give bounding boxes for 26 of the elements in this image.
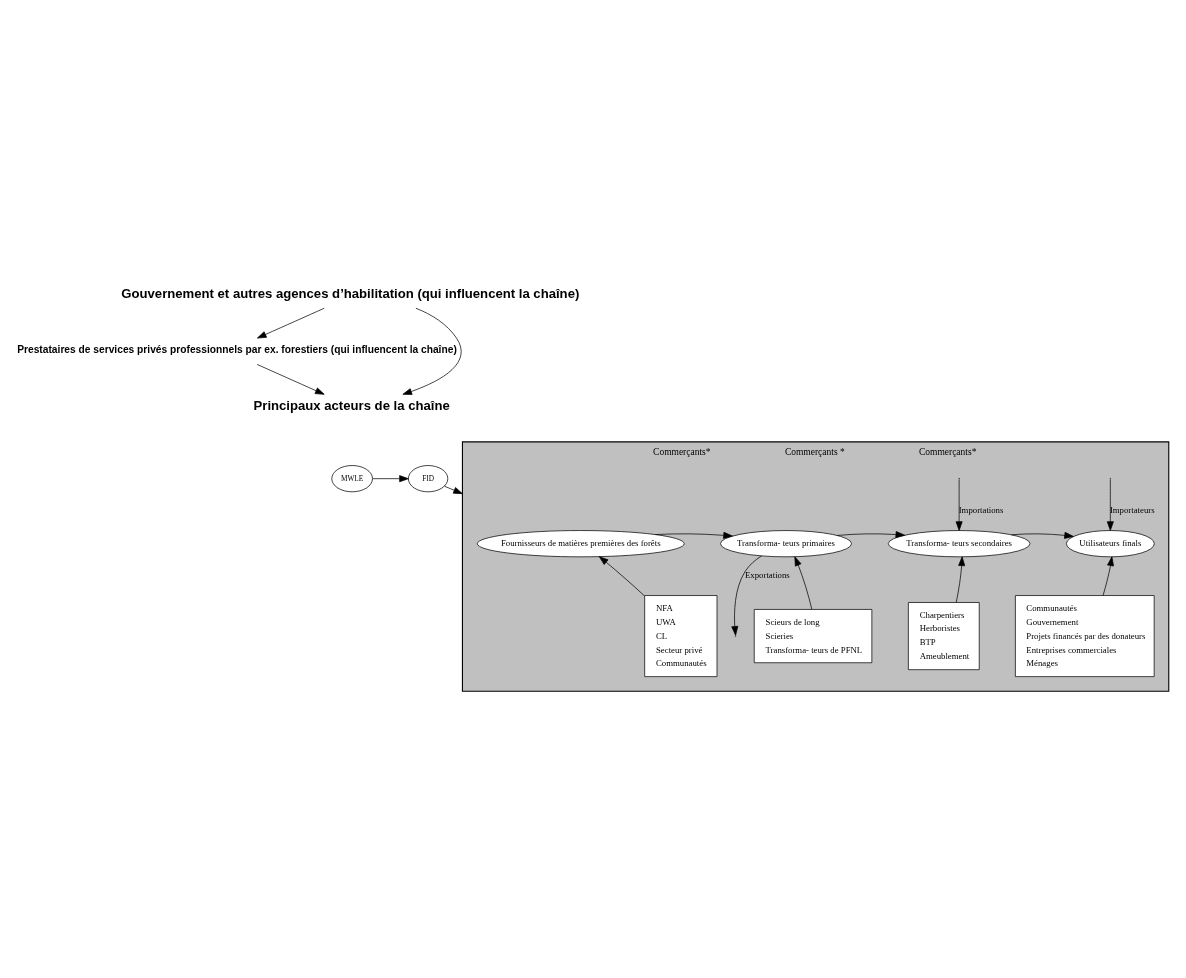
arrow bbox=[444, 485, 463, 494]
node-box: Scieurs de long Scieries Transforma- teurs de PFNL bbox=[753, 608, 873, 663]
edge-label: Exportations bbox=[745, 569, 790, 580]
arrow bbox=[955, 556, 966, 603]
node-text: Prestataires de services privés professionnels par ex. forestiers (qui influencent la chaîne) bbox=[17, 343, 457, 355]
arrow bbox=[372, 474, 409, 482]
arrow bbox=[402, 307, 462, 395]
node-text: Principaux acteurs de la chaîne bbox=[253, 397, 450, 413]
edge-label: Importations bbox=[958, 504, 1004, 515]
arrow bbox=[257, 307, 325, 338]
arrow bbox=[955, 478, 963, 531]
arrow bbox=[598, 555, 645, 596]
arrow bbox=[256, 363, 325, 395]
node-box: Communautés Gouvernement Projets financés par des donateurs Entreprises commerciales Ménages bbox=[1015, 594, 1155, 677]
arrow bbox=[654, 531, 733, 539]
node-box: NFA UWA CL Secteur privé Communautés bbox=[644, 594, 718, 677]
node-ellipse: FID bbox=[408, 464, 449, 492]
node-box: Charpentiers Herboristes BTP Ameublement bbox=[908, 601, 980, 670]
node-ellipse: MWLE bbox=[331, 464, 373, 492]
arrow bbox=[1102, 556, 1114, 596]
node-text: Gouvernement et autres agences d’habilitation (qui influencent la chaîne) bbox=[121, 285, 580, 301]
arrow bbox=[794, 556, 813, 610]
node-ellipse: Fournisseurs de matières premières des forêts bbox=[476, 529, 685, 557]
arrow bbox=[1106, 478, 1114, 531]
arrow bbox=[837, 530, 906, 538]
arrow bbox=[1011, 531, 1074, 539]
